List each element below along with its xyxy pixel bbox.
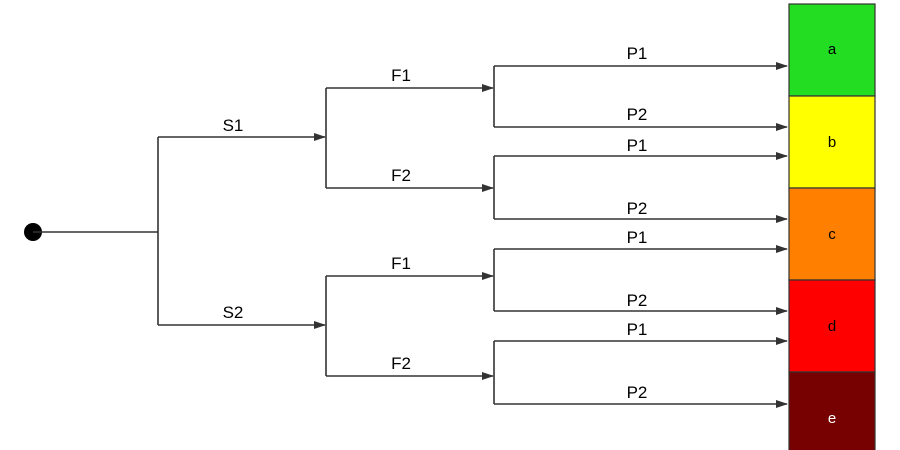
outcome-label-a: a — [828, 41, 837, 58]
outcome-label-e: e — [828, 410, 836, 427]
outcome-label-b: b — [828, 134, 836, 151]
outcome-label-c: c — [828, 226, 836, 243]
label-s1-f2: F2 — [391, 166, 411, 185]
label-p-1: P1 — [627, 44, 648, 63]
label-s1: S1 — [223, 116, 244, 135]
outcome-box-c — [788, 187, 876, 281]
outcome-stack: a b c d e — [788, 3, 876, 450]
outcome-box-e — [788, 371, 876, 450]
label-p-5: P1 — [627, 228, 648, 247]
outcome-label-d: d — [828, 318, 836, 335]
outcome-box-b — [788, 95, 876, 189]
outcome-box-a — [788, 3, 876, 97]
label-s2-f1: F1 — [391, 254, 411, 273]
label-s1-f1: F1 — [391, 66, 411, 85]
label-p-3: P1 — [627, 136, 648, 155]
outcome-box-d — [788, 279, 876, 373]
label-s2: S2 — [223, 303, 244, 322]
label-p-2: P2 — [627, 105, 648, 124]
label-s2-f2: F2 — [391, 354, 411, 373]
label-p-7: P1 — [627, 320, 648, 339]
label-p-6: P2 — [627, 291, 648, 310]
label-p-8: P2 — [627, 383, 648, 402]
label-p-4: P2 — [627, 199, 648, 218]
